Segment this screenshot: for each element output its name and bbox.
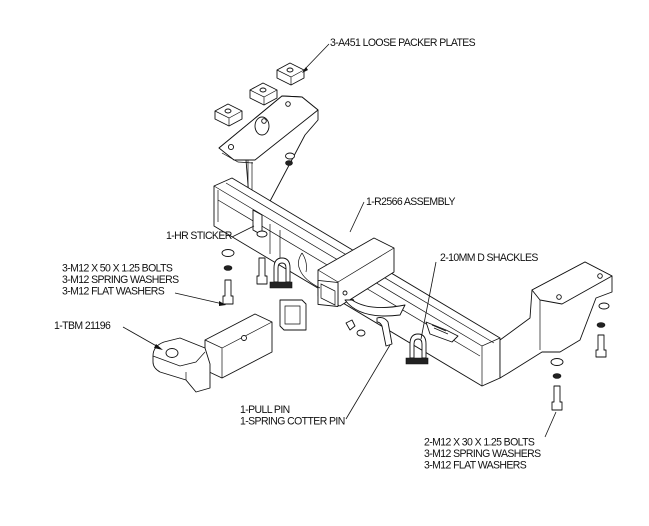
packer-plate-2 bbox=[249, 82, 278, 106]
callout-left-bolts: 3-M12 X 50 X 1.25 BOLTS 3-M12 SPRING WAS… bbox=[62, 263, 179, 298]
callout-text: 3-M12 FLAT WASHERS bbox=[424, 459, 527, 472]
callout-pins: 1-PULL PIN 1-SPRING COTTER PIN bbox=[240, 404, 345, 427]
callout-text: 1-TBM 21196 bbox=[54, 319, 111, 333]
callout-text: 2-10MM D SHACKLES bbox=[440, 251, 538, 265]
right-bolt-stack bbox=[550, 322, 607, 411]
leader-lines bbox=[122, 43, 557, 438]
tow-ball-mount bbox=[152, 313, 273, 393]
left-mounting-bracket bbox=[213, 95, 319, 225]
callout-text: 3-M12 SPRING WASHERS bbox=[62, 273, 179, 287]
callout-right-bolts: 2-M12 X 30 X 1.25 BOLTS 3-M12 SPRING WAS… bbox=[424, 437, 541, 472]
right-mounting-bracket bbox=[499, 261, 613, 379]
callout-shackles: 2-10MM D SHACKLES bbox=[440, 251, 538, 265]
callout-text: 1-R2566 ASSEMBLY bbox=[366, 195, 455, 209]
callout-text: 2-M12 X 30 X 1.25 BOLTS bbox=[424, 436, 535, 449]
shackle-right bbox=[405, 333, 429, 365]
callout-text: 3-M12 SPRING WASHERS bbox=[424, 447, 541, 461]
callout-text: 1-PULL PIN bbox=[240, 403, 290, 416]
callout-sticker: 1-HR STICKER bbox=[166, 229, 232, 243]
receiver-cover bbox=[279, 299, 307, 331]
callout-tow-ball-mount: 1-TBM 21196 bbox=[54, 319, 111, 333]
hitch-receiver bbox=[317, 237, 406, 317]
pull-pin bbox=[345, 317, 393, 347]
callout-assembly: 1-R2566 ASSEMBLY bbox=[366, 195, 455, 209]
callout-text: 3-A451 LOOSE PACKER PLATES bbox=[330, 36, 476, 50]
left-bolt-stack bbox=[221, 249, 268, 305]
callout-text: 1-SPRING COTTER PIN bbox=[240, 414, 345, 428]
callout-text: 1-HR STICKER bbox=[166, 229, 232, 243]
safety-cable bbox=[298, 252, 321, 289]
packer-plate-3 bbox=[276, 62, 305, 86]
callout-packer-plates: 3-A451 LOOSE PACKER PLATES bbox=[330, 36, 476, 50]
packer-plate-1 bbox=[214, 103, 243, 127]
callout-text: 3-M12 FLAT WASHERS bbox=[62, 285, 165, 298]
callout-text: 3-M12 X 50 X 1.25 BOLTS bbox=[62, 262, 173, 275]
shackle-left bbox=[269, 257, 293, 289]
